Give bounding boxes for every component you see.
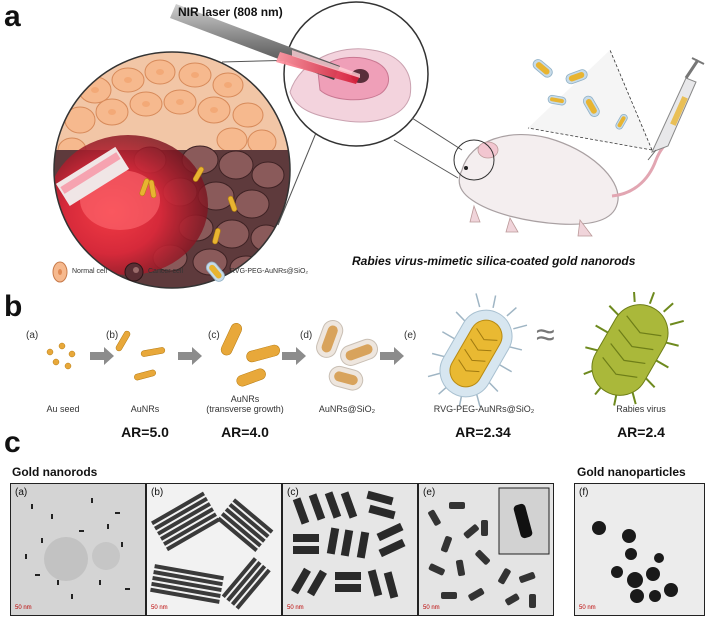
laser-label: NIR laser (808 nm): [178, 5, 283, 19]
mouse-illustration: [458, 134, 670, 237]
panel-letter-a: a: [4, 0, 21, 33]
tem-letter-f: (f): [579, 487, 589, 498]
step-letter-b: (b): [106, 330, 119, 341]
tem-image-c: (c) 50 nm: [282, 483, 418, 616]
step-label-aunrs-sio2: AuNRs@SiO₂: [318, 404, 376, 414]
aunrs-thick-rods: [220, 323, 280, 387]
au-seed-dots: [46, 342, 76, 370]
group-label-nanoparticles: Gold nanoparticles: [577, 465, 686, 479]
panel-a-illustration: [0, 0, 709, 290]
legend-cancer-cell: Cancer cell: [148, 268, 184, 275]
step-letter-a: (a): [26, 330, 39, 341]
syringe-illustration: [647, 57, 705, 161]
scalebar-e: 50 nm: [423, 605, 440, 611]
step-arrows: [90, 347, 404, 365]
rabies-virus-illustration: [583, 292, 684, 406]
step-letter-c: (c): [208, 330, 220, 341]
tem-image-a: (a) 50 nm: [10, 483, 146, 616]
tem-image-f: (f) 50 nm: [574, 483, 705, 616]
tumor-zoom-circle: [54, 52, 290, 288]
legend-nanorod: RVG-PEG-AuNRs@SiO₂: [230, 268, 309, 275]
zoom-circle-outline: [53, 51, 291, 289]
rvg-nanorod-illustration: [427, 293, 528, 407]
group-label-nanorods: Gold nanorods: [12, 465, 98, 479]
tem-letter-e: (e): [423, 487, 436, 498]
step-letter-d: (d): [300, 330, 313, 341]
scalebar-b: 50 nm: [151, 605, 168, 611]
ar-aunrs-transverse: AR=4.0: [221, 424, 269, 440]
ar-rabies-virus: AR=2.4: [617, 424, 665, 440]
nanorod-icon: [205, 261, 225, 282]
tem-letter-b: (b): [151, 487, 164, 498]
tem-image-e: (e) 50 nm: [418, 483, 554, 616]
panel-a-caption: Rabies virus-mimetic silica-coated gold …: [352, 254, 636, 268]
step-label-aunrs-transverse: AuNRs (transverse growth): [206, 394, 284, 414]
tem-image-b: (b) 50 nm: [146, 483, 282, 616]
approx-symbol: ≈: [536, 316, 555, 354]
panel-letter-b: b: [4, 290, 23, 323]
normal-cell-icon: [52, 261, 68, 283]
nanorods-cluster: [532, 59, 628, 130]
step-letter-e: (e): [404, 330, 417, 341]
aunrs-rods: [115, 330, 166, 381]
scalebar-f: 50 nm: [579, 605, 596, 611]
panel-letter-c: c: [4, 426, 21, 459]
legend-normal-cell: Normal cell: [72, 268, 108, 275]
nir-laser-probe: [170, 4, 360, 84]
step-label-rvg: RVG-PEG-AuNRs@SiO₂: [433, 404, 535, 414]
ar-aunrs: AR=5.0: [121, 424, 169, 440]
aunrs-silica-rods: [316, 319, 379, 391]
panel-b-synthesis-scheme: [0, 292, 709, 422]
step-label-rabies-virus: Rabies virus: [616, 404, 666, 414]
scalebar-a: 50 nm: [15, 605, 32, 611]
ar-rvg: AR=2.34: [455, 424, 511, 440]
step-label-aunrs: AuNRs: [130, 404, 160, 414]
tem-letter-c: (c): [287, 487, 299, 498]
scalebar-c: 50 nm: [287, 605, 304, 611]
tem-letter-a: (a): [15, 487, 28, 498]
cancer-cell-icon: [124, 262, 144, 282]
step-label-au-seed: Au seed: [46, 404, 80, 414]
